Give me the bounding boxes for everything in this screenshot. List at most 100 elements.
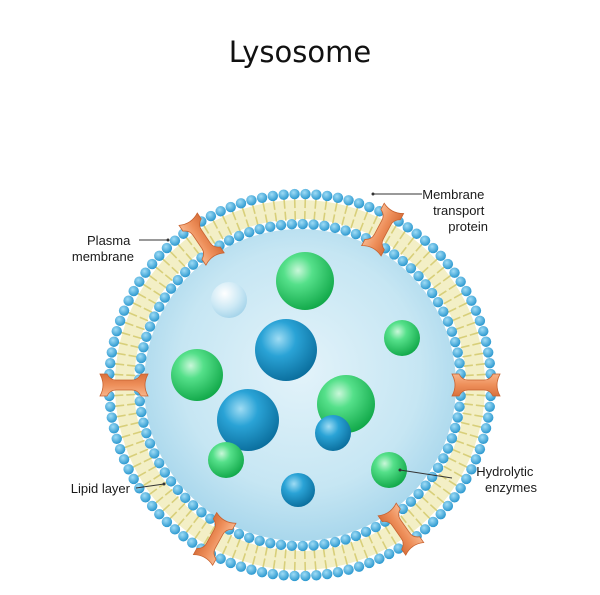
lipid-tail — [359, 222, 364, 232]
transport-protein-icon — [178, 212, 225, 266]
phospholipid-head — [165, 283, 177, 294]
phospholipid-head — [187, 500, 199, 511]
phospholipid-head — [364, 201, 375, 213]
phospholipid-head — [405, 263, 417, 274]
label-lipid-layer: Lipid layer — [71, 481, 131, 496]
leader-dot — [166, 238, 170, 242]
protein-shape — [377, 502, 425, 556]
enzyme-sphere-icon — [281, 473, 315, 507]
lipid-tail — [476, 373, 487, 376]
phospholipid-head — [118, 305, 130, 316]
lipid-tail — [126, 374, 136, 377]
phospholipid-head — [278, 189, 289, 200]
phospholipid-head — [419, 524, 431, 535]
phospholipid-head — [138, 342, 149, 353]
phospholipid-head — [374, 553, 385, 564]
phospholipid-head — [311, 570, 322, 581]
phospholipid-head — [267, 568, 279, 580]
phospholipid-head — [297, 218, 308, 230]
lipid-tail — [381, 541, 388, 551]
enzyme-sphere-icon — [255, 319, 317, 381]
phospholipid-head — [244, 227, 255, 238]
diagram-title: Lysosome — [229, 35, 371, 69]
phospholipid-head — [169, 235, 181, 246]
phospholipid-head — [289, 570, 300, 582]
lipid-tail — [264, 214, 269, 224]
phospholipid-head — [140, 267, 151, 278]
phospholipid-head — [420, 480, 431, 491]
phospholipid-head — [172, 274, 184, 286]
lipid-tail — [458, 462, 469, 469]
lipid-tail — [407, 509, 415, 518]
phospholipid-head — [470, 454, 482, 465]
phospholipid-head — [466, 464, 477, 475]
phospholipid-head — [154, 301, 165, 313]
lipid-tail — [427, 488, 436, 496]
lipid-tail — [463, 403, 473, 406]
transport-protein-icon — [192, 511, 237, 567]
phospholipid-head — [128, 285, 139, 297]
lipid-tail — [341, 544, 346, 554]
phospholipid-head — [144, 438, 156, 449]
lipid-tail — [464, 374, 474, 377]
lipid-tail — [113, 394, 124, 397]
lipid-tail — [363, 210, 369, 221]
lipid-tail — [178, 502, 186, 511]
lipid-tail — [176, 518, 185, 527]
phospholipid-head — [159, 467, 171, 478]
phospholipid-head — [223, 235, 235, 246]
phospholipid-head — [108, 336, 120, 347]
lipid-tail — [429, 504, 439, 513]
phospholipid-head — [141, 427, 152, 439]
protein-shape — [451, 373, 501, 397]
lipid-tail — [115, 352, 126, 356]
phospholipid-head — [215, 553, 226, 564]
phospholipid-head — [480, 423, 492, 434]
lipid-tail — [359, 538, 364, 548]
phospholipid-head — [154, 508, 165, 520]
protein-shape — [192, 511, 237, 567]
lipid-tail — [462, 354, 472, 358]
lipid-tail — [407, 236, 415, 246]
lipid-tail — [236, 222, 241, 232]
lipid-tail — [414, 502, 422, 511]
phospholipid-head — [256, 566, 268, 578]
phospholipid-head — [105, 358, 116, 369]
lipid-tail — [443, 298, 452, 305]
lipid-tail — [284, 549, 287, 559]
lipid-tail — [436, 266, 446, 274]
lipid-tail — [322, 548, 326, 558]
phospholipid-head — [343, 564, 354, 575]
enzyme-sphere-icon — [371, 452, 407, 488]
phospholipid-head — [187, 259, 199, 270]
phospholipid-head — [461, 473, 472, 485]
phospholipid-head — [402, 222, 414, 233]
lipid-tail — [241, 553, 247, 564]
lipid-tail — [474, 414, 485, 418]
lipid-tail — [462, 453, 473, 459]
lipid-tail — [221, 214, 228, 225]
lipid-tail — [128, 354, 138, 358]
phospholipid-head — [254, 223, 265, 235]
phospholipid-head — [442, 443, 454, 454]
phospholipid-head — [413, 270, 424, 282]
lipid-tail — [153, 473, 162, 480]
phospholipid-head — [165, 476, 177, 487]
lipid-tail — [231, 549, 237, 560]
phospholipid-head — [427, 516, 439, 528]
lipid-tail — [344, 555, 349, 567]
phospholipid-head — [449, 267, 460, 278]
lipid-tail — [331, 546, 336, 556]
lipid-tail — [169, 250, 178, 259]
phospholipid-head — [413, 488, 424, 500]
lipid-tail — [212, 219, 219, 229]
phospholipid-head — [106, 347, 117, 358]
phospholipid-head — [446, 326, 458, 337]
phospholipid-head — [179, 492, 191, 504]
lipid-tail — [331, 214, 336, 224]
phospholipid-head — [267, 190, 279, 202]
phospholipid-head — [244, 532, 255, 543]
lipid-tail — [443, 465, 452, 472]
phospholipid-head — [128, 473, 139, 485]
phospholipid-head — [136, 352, 147, 364]
